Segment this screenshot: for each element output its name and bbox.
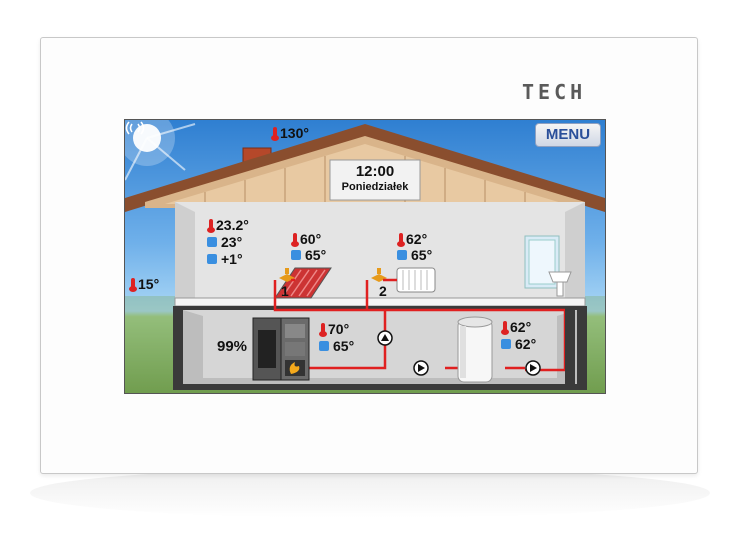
circuit1-number: 1	[281, 283, 289, 299]
hand-icon	[207, 237, 217, 247]
thermometer-icon	[319, 323, 327, 337]
roof-temperature[interactable]: 130°	[271, 126, 309, 141]
room-setpoint: 23°	[207, 235, 242, 250]
hand-icon	[319, 341, 329, 351]
boiler-setpoint: 65°	[319, 339, 354, 354]
clock-time: 12:00	[355, 163, 395, 180]
upper-floor	[175, 202, 585, 298]
hand-icon	[207, 254, 217, 264]
hand-icon	[501, 339, 511, 349]
sink-icon	[548, 271, 572, 297]
clock-day: Poniedziałek	[341, 181, 409, 193]
circuit2-setpoint: 65°	[397, 248, 432, 263]
room-temperature: 23.2°	[207, 218, 249, 233]
circuit2-temperature: 62°	[397, 232, 427, 247]
thermometer-icon	[129, 278, 137, 292]
touch-screen[interactable]: MENU 12:00 Poniedziałek 130° 15° 23.2° 2…	[124, 119, 606, 394]
valve-icon-1	[279, 268, 295, 282]
thermometer-icon	[271, 127, 279, 141]
wifi-icon[interactable]	[125, 120, 145, 136]
circuit1-temperature: 60°	[291, 232, 321, 247]
pump-icon-3	[525, 360, 541, 376]
room-offset: +1°	[207, 252, 243, 267]
pump-icon-1	[377, 330, 393, 346]
thermometer-icon	[397, 233, 405, 247]
thermometer-icon	[291, 233, 299, 247]
clock-panel[interactable]: 12:00 Poniedziałek	[335, 164, 415, 194]
menu-button[interactable]: MENU	[535, 123, 601, 147]
solar-collector-icon	[274, 267, 332, 299]
hand-icon	[397, 250, 407, 260]
device-shadow	[30, 468, 710, 518]
thermometer-icon	[501, 321, 509, 335]
circuit2-number: 2	[379, 283, 387, 299]
house-illustration	[125, 120, 605, 393]
circuit1-setpoint: 65°	[291, 248, 326, 263]
radiator-icon	[396, 267, 436, 293]
tank-temperature: 62°	[501, 320, 531, 335]
boiler-temperature: 70°	[319, 322, 349, 337]
hand-icon	[291, 250, 301, 260]
brand-logo: TECH	[522, 80, 587, 104]
water-tank-icon	[457, 316, 493, 383]
fuel-level: 99%	[217, 338, 248, 355]
thermometer-icon	[207, 219, 215, 233]
valve-icon-2	[371, 268, 387, 282]
tank-setpoint: 62°	[501, 337, 536, 352]
outside-temperature[interactable]: 15°	[129, 277, 159, 292]
boiler-icon	[252, 317, 310, 381]
pump-icon-2	[413, 360, 429, 376]
